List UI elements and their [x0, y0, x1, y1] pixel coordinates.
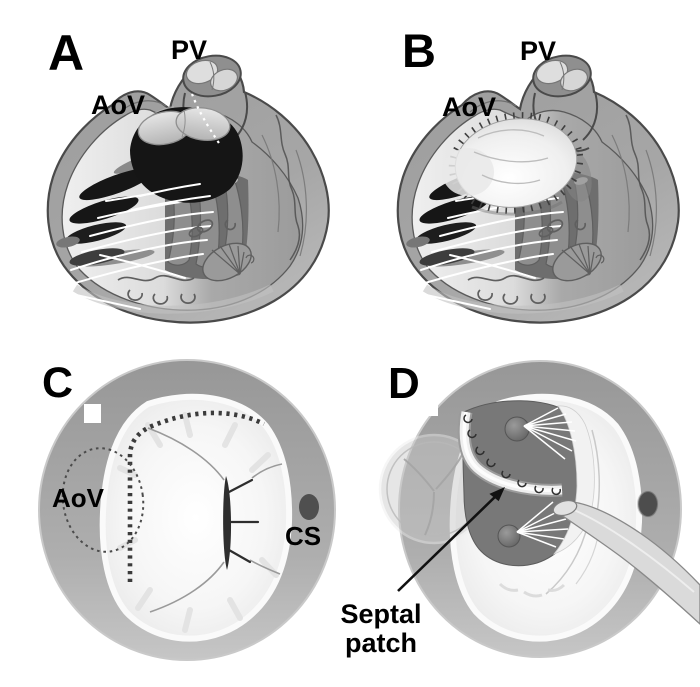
panel-d-letter: D [388, 359, 420, 408]
panel-a-illustration [48, 51, 329, 322]
label-cs: CS [285, 521, 321, 551]
panel-b-illustration [398, 51, 679, 322]
valve-commissure [223, 476, 260, 570]
disc-notch [84, 404, 101, 423]
aortic-cusp [175, 107, 231, 141]
papillary-muscles [497, 407, 577, 548]
disc-notch [422, 396, 438, 416]
retractor-tip [552, 499, 578, 517]
panel-b-letter: B [402, 24, 436, 77]
aov-dashed-outline [61, 447, 145, 553]
suture-hooks [463, 414, 561, 496]
coronary-sinus-icon [637, 490, 659, 518]
label-aov-c: AoV [52, 483, 105, 513]
suture-ticks [448, 112, 584, 214]
leaflet-edges [147, 427, 283, 613]
sewn-patch [442, 112, 584, 216]
label-aov-a: AoV [91, 90, 145, 120]
blob-bottom-ribs [498, 582, 566, 598]
panel-d-illustration [378, 360, 700, 658]
panel-a-letter: A [48, 25, 84, 81]
label-pv-b: PV [520, 36, 556, 66]
label-pv-a: PV [171, 35, 207, 65]
coronary-sinus-icon [299, 494, 319, 520]
label-aov-b: AoV [442, 92, 496, 122]
septal-patch-arrow [397, 487, 505, 592]
panel-c-illustration [38, 359, 336, 661]
vsd-defect [130, 106, 243, 211]
label-septal-patch-line2: patch [345, 628, 417, 658]
label-septal-patch-line1: Septal [340, 599, 421, 629]
septal-patch-ribbon [457, 410, 563, 497]
dotted-incision-line [190, 93, 222, 147]
panel-c-letter: C [42, 359, 73, 407]
suture-line-dotted [127, 410, 266, 582]
